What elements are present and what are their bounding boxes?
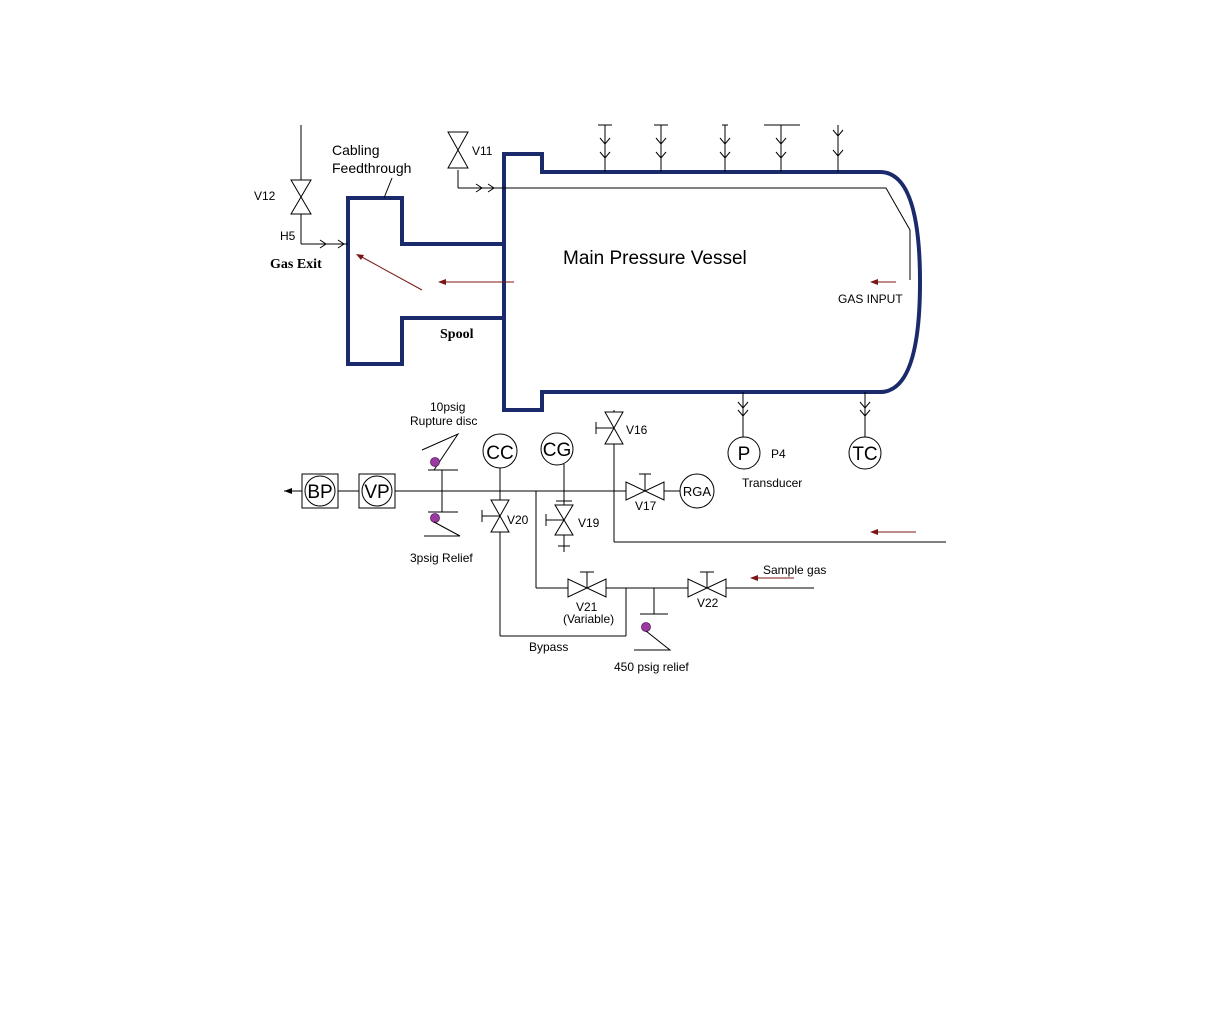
svg-text:RGA: RGA bbox=[683, 484, 712, 499]
spool-outline bbox=[346, 196, 504, 366]
vacuum-pump-vp[interactable]: VP bbox=[358, 473, 396, 509]
v21-label: V21 bbox=[576, 600, 598, 614]
rupture-disc-icon[interactable] bbox=[421, 432, 460, 471]
tc-port bbox=[859, 392, 871, 438]
vessel-title: Main Pressure Vessel bbox=[563, 248, 747, 269]
thermocouple-tc[interactable]: TC bbox=[848, 436, 882, 470]
top-port bbox=[598, 124, 612, 172]
sample-gas-label: Sample gas bbox=[763, 563, 826, 577]
svg-text:VP: VP bbox=[364, 482, 389, 503]
relief-tee bbox=[428, 469, 458, 513]
v22-valve-icon[interactable] bbox=[687, 571, 727, 598]
v20-label: V20 bbox=[507, 513, 529, 527]
top-port bbox=[764, 124, 800, 172]
flow-arrow-sample bbox=[750, 575, 794, 581]
relief-450psig-icon[interactable] bbox=[634, 622, 672, 651]
svg-text:CG: CG bbox=[543, 440, 572, 461]
rupture-label-2: Rupture disc bbox=[410, 414, 477, 428]
svg-text:CC: CC bbox=[486, 443, 513, 464]
svg-text:P: P bbox=[738, 444, 751, 465]
v12-valve-icon[interactable] bbox=[290, 179, 312, 215]
v19-valve-icon[interactable] bbox=[545, 500, 574, 547]
flow-arrow-center bbox=[438, 279, 514, 285]
top-port bbox=[719, 124, 731, 172]
v12-label: V12 bbox=[254, 189, 276, 203]
v16-valve-icon[interactable] bbox=[595, 411, 624, 445]
gas-input-label: GAS INPUT bbox=[838, 292, 903, 306]
relief-450psig-label: 450 psig relief bbox=[614, 660, 689, 674]
rupture-label-1: 10psig bbox=[430, 400, 465, 414]
v12-line bbox=[300, 125, 348, 249]
top-port bbox=[832, 125, 844, 172]
svg-text:BP: BP bbox=[307, 482, 332, 503]
flow-arrow-gas-input bbox=[870, 279, 896, 285]
gas-input-tube bbox=[480, 187, 911, 280]
cabling-label-1: Cabling bbox=[332, 142, 379, 158]
p4-port bbox=[737, 392, 749, 438]
v11-label: V11 bbox=[472, 144, 493, 158]
convectron-gauge-cg[interactable]: CG bbox=[540, 432, 574, 466]
flow-arrow-spool bbox=[356, 254, 423, 291]
cabling-label-2: Feedthrough bbox=[332, 160, 411, 176]
spool-label: Spool bbox=[440, 327, 474, 342]
pressure-gauge-p[interactable]: P bbox=[727, 436, 761, 470]
rga-analyzer[interactable]: RGA bbox=[679, 473, 715, 509]
main-vessel-outline bbox=[502, 152, 923, 412]
transducer-label: Transducer bbox=[742, 476, 802, 490]
bypass-label: Bypass bbox=[529, 640, 568, 654]
v21-note: (Variable) bbox=[563, 612, 614, 626]
v16-label: V16 bbox=[626, 423, 648, 437]
relief-3psig-label: 3psig Relief bbox=[410, 551, 473, 565]
v11-line bbox=[457, 170, 504, 193]
flow-arrow-return bbox=[870, 529, 916, 535]
v20-valve-icon[interactable] bbox=[481, 499, 510, 533]
v17-label: V17 bbox=[635, 499, 657, 513]
cabling-pointer bbox=[383, 177, 393, 199]
relief-3psig-icon[interactable] bbox=[424, 513, 461, 537]
gas-exit-label: Gas Exit bbox=[270, 257, 322, 272]
v21-valve-icon[interactable] bbox=[567, 571, 607, 598]
top-ports bbox=[598, 124, 844, 172]
top-port bbox=[654, 124, 668, 172]
v17-valve-icon[interactable] bbox=[625, 473, 665, 501]
v11-valve-icon[interactable] bbox=[447, 131, 469, 169]
capacitance-gauge-cc[interactable]: CC bbox=[482, 433, 518, 469]
booster-pump-bp[interactable]: BP bbox=[301, 473, 339, 509]
manifold-outlet-arrowhead bbox=[284, 488, 292, 494]
v22-label: V22 bbox=[697, 596, 719, 610]
h5-label: H5 bbox=[280, 229, 296, 243]
svg-text:TC: TC bbox=[852, 444, 877, 465]
p4-label: P4 bbox=[771, 447, 786, 461]
v19-label: V19 bbox=[578, 516, 600, 530]
